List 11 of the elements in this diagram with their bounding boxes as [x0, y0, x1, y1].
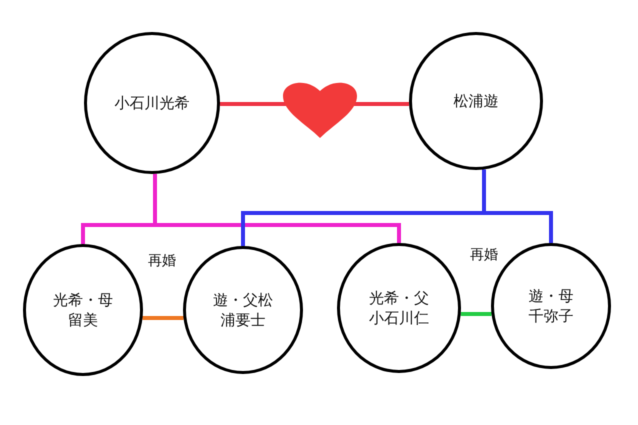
- name-text: 遊・父松浦要士: [212, 290, 274, 330]
- relation-label: 再婚: [470, 246, 498, 264]
- name-text: 小石川光希: [114, 92, 190, 114]
- relation-line: [460, 312, 492, 316]
- name-text: 光希・母留美: [52, 290, 114, 330]
- name-text: 光希・父小石川仁: [368, 288, 430, 328]
- relation-label: 再婚: [148, 252, 176, 270]
- relation-line: [153, 174, 401, 243]
- relation-line: [142, 316, 184, 320]
- name-text: 遊・母千弥子: [528, 286, 574, 326]
- name-text: 松浦遊: [454, 90, 498, 112]
